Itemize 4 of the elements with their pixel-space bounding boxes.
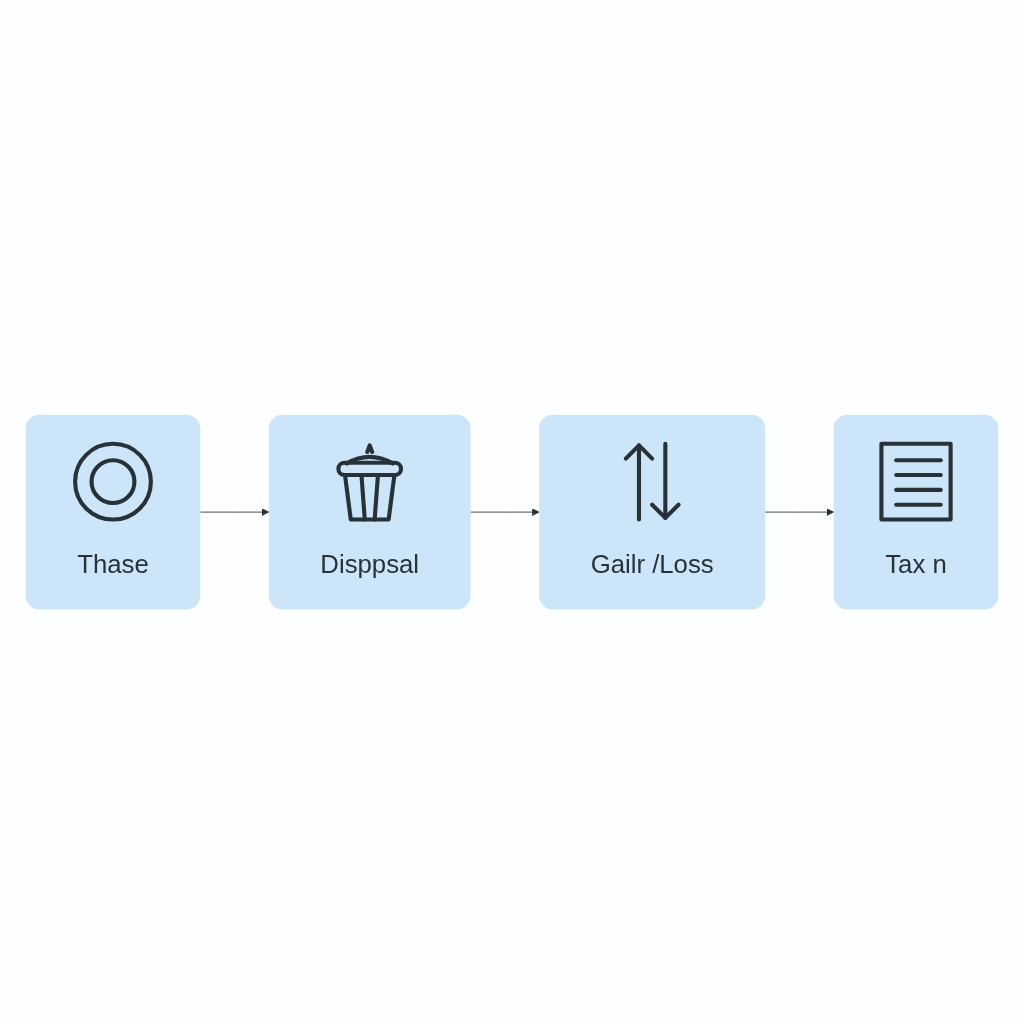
- node-box: Thase: [25, 414, 201, 610]
- node-box: Disppsal: [268, 414, 471, 610]
- node-box: Tax n: [833, 414, 999, 610]
- node-box: Gailr /Loss: [539, 414, 766, 610]
